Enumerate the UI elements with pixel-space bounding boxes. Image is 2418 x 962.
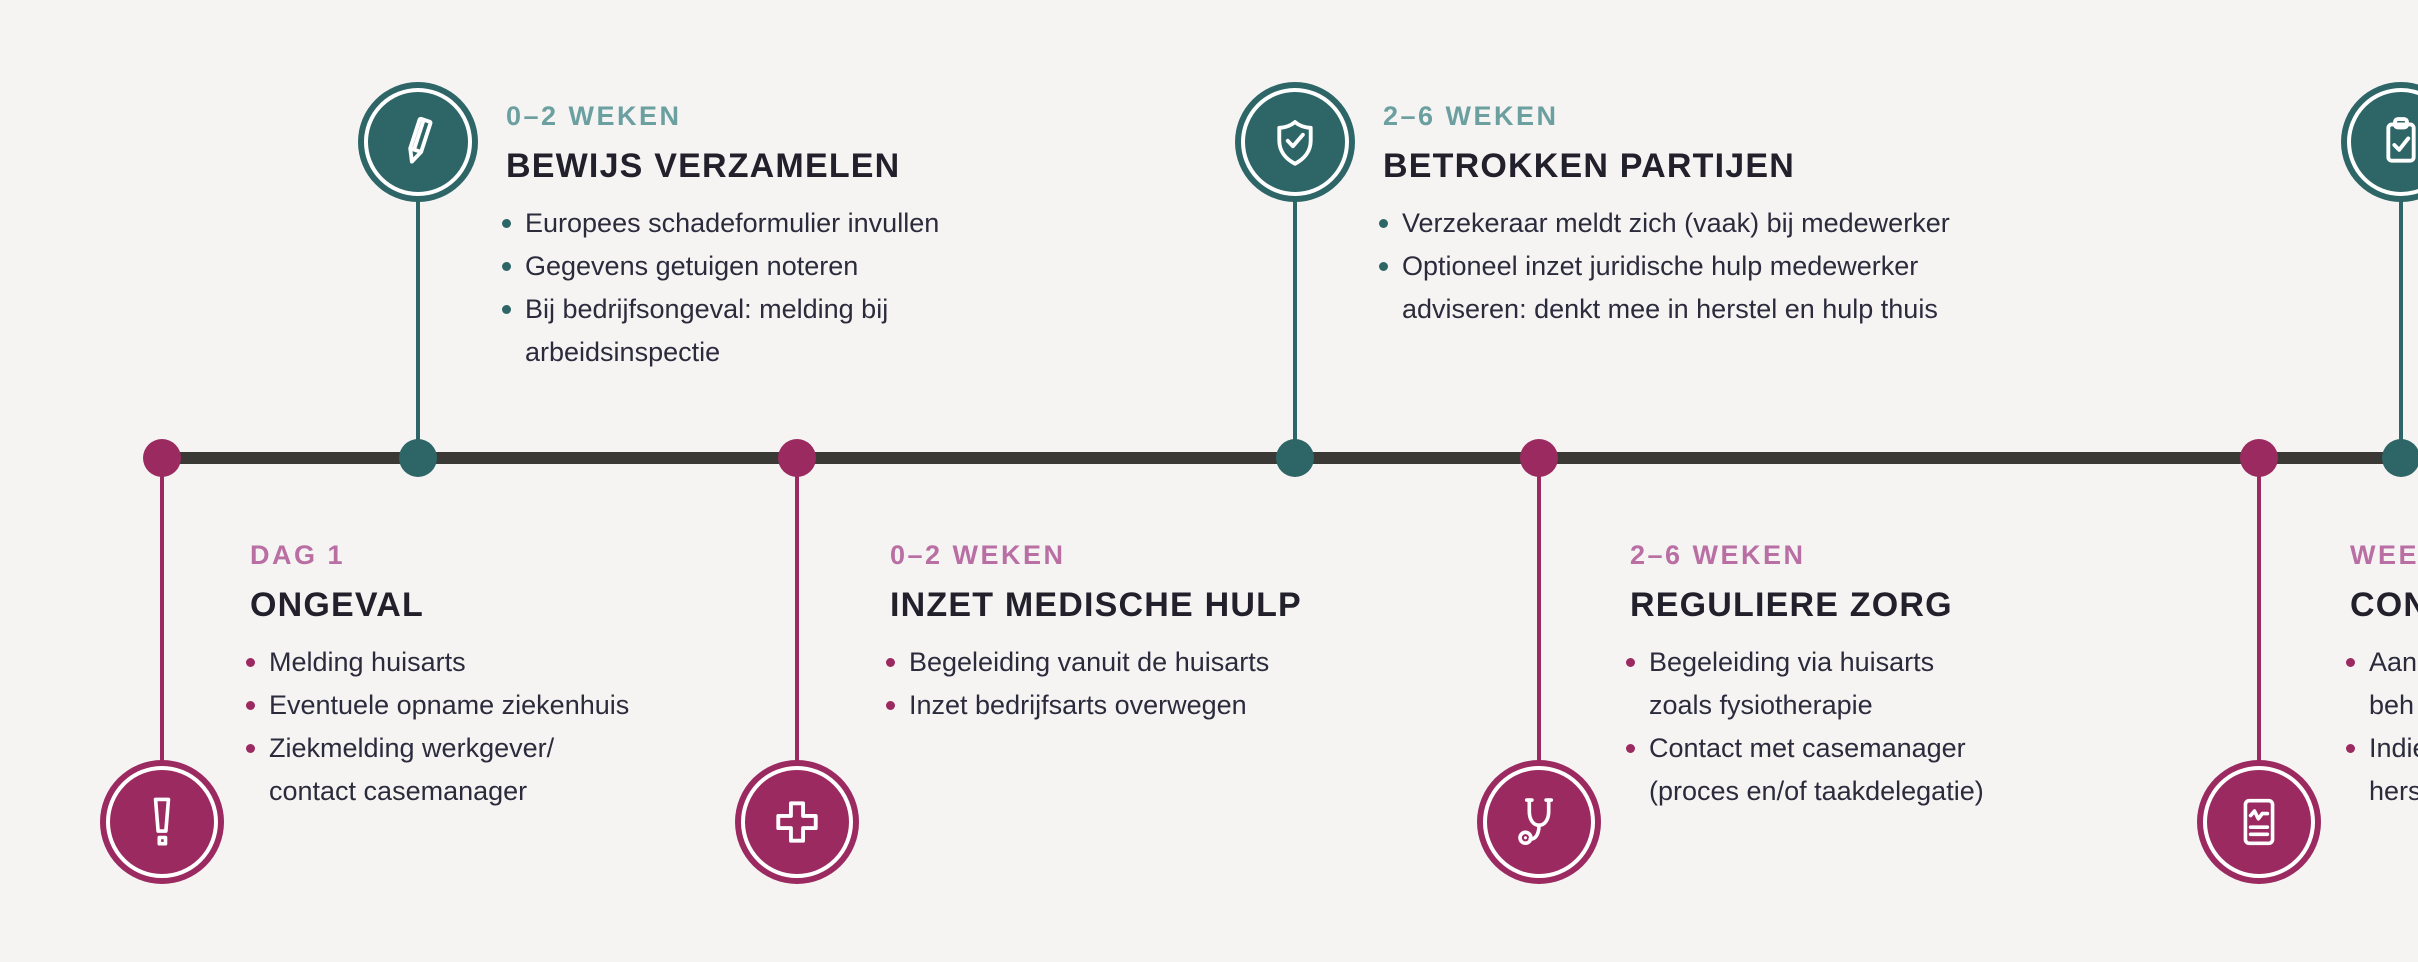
bullet-dot bbox=[246, 658, 255, 667]
milestone-top-2: 2–6 WEKEN BETROKKEN PARTIJEN Verzekeraar… bbox=[1379, 100, 2143, 331]
list-item: Europees schadeformulier invullen bbox=[502, 202, 1266, 245]
list-item: Begeleiding vanuit de huisarts bbox=[886, 641, 1650, 684]
bullet-dot bbox=[246, 701, 255, 710]
medical-cross-icon bbox=[776, 801, 818, 843]
bullet-list: Begeleiding vanuit de huisarts Inzet bed… bbox=[886, 641, 1650, 727]
list-item: Begeleiding via huisarts zoals fysiother… bbox=[1626, 641, 2390, 727]
milestone-bottom-3: 2–6 WEKEN REGULIERE ZORG Begeleiding via… bbox=[1626, 539, 2390, 813]
connector-line bbox=[2257, 458, 2261, 762]
connector-line bbox=[2399, 200, 2403, 458]
badge-ring bbox=[741, 766, 853, 878]
list-item: Eventuele opname ziekenhuis bbox=[246, 684, 1010, 727]
milestone-title: BEWIJS VERZAMELEN bbox=[506, 147, 901, 185]
bullet-list: Europees schadeformulier invullen Gegeve… bbox=[502, 202, 1266, 374]
milestone-badge bbox=[1477, 760, 1601, 884]
timeline-node-dot bbox=[2240, 439, 2278, 477]
bullet-dot bbox=[1379, 219, 1388, 228]
period-label: 2–6 WEKEN bbox=[1630, 540, 1806, 570]
clipboard-check-icon bbox=[2386, 117, 2416, 163]
badge-ring bbox=[1483, 766, 1595, 878]
milestone-badge bbox=[735, 760, 859, 884]
milestone-bottom-1: DAG 1 ONGEVAL Melding huisarts Eventuele… bbox=[246, 539, 1010, 813]
bullet-dot bbox=[2346, 744, 2355, 753]
milestone-bottom-2: 0–2 WEKEN INZET MEDISCHE HULP Begeleidin… bbox=[886, 539, 1650, 727]
milestone-title: INZET MEDISCHE HULP bbox=[890, 586, 1302, 624]
connector-line bbox=[160, 458, 164, 762]
stethoscope-icon bbox=[1518, 798, 1554, 845]
timeline-node-dot bbox=[2382, 439, 2418, 477]
badge-ring bbox=[106, 766, 218, 878]
badge-ring bbox=[1241, 88, 1349, 196]
bullet-list: Begeleiding via huisarts zoals fysiother… bbox=[1626, 641, 2390, 813]
list-item: Melding huisarts bbox=[246, 641, 1010, 684]
period-label: WEE bbox=[2350, 540, 2418, 570]
period-label: 2–6 WEKEN bbox=[1383, 101, 1559, 131]
period-label: 0–2 WEKEN bbox=[890, 540, 1066, 570]
bullet-dot bbox=[246, 744, 255, 753]
list-item: Contact met casemanager (proces en/of ta… bbox=[1626, 727, 2390, 813]
bullet-dot bbox=[886, 701, 895, 710]
shield-check-icon bbox=[1277, 120, 1313, 166]
bullet-dot bbox=[502, 262, 511, 271]
list-item: Optioneel inzet juridische hulp medewerk… bbox=[1379, 245, 2143, 331]
connector-line bbox=[416, 200, 420, 458]
exclamation-icon bbox=[153, 797, 171, 846]
bullet-list: Verzekeraar meldt zich (vaak) bij medewe… bbox=[1379, 202, 2143, 331]
timeline-node-dot bbox=[143, 439, 181, 477]
milestone-title: REGULIERE ZORG bbox=[1630, 586, 1953, 624]
milestone-badge bbox=[1235, 82, 1355, 202]
list-item: Aan beh bbox=[2346, 641, 2418, 727]
timeline-node-dot bbox=[778, 439, 816, 477]
milestone-badge bbox=[100, 760, 224, 884]
bullet-dot bbox=[1379, 262, 1388, 271]
badge-ring bbox=[364, 88, 472, 196]
milestone-title: CON bbox=[2350, 586, 2418, 624]
bullet-dot bbox=[502, 305, 511, 314]
pencil-icon bbox=[408, 116, 433, 164]
bullet-dot bbox=[2346, 658, 2355, 667]
list-item: Bij bedrijfsongeval: melding bij arbeids… bbox=[502, 288, 1266, 374]
bullet-dot bbox=[502, 219, 511, 228]
bullet-dot bbox=[886, 658, 895, 667]
connector-line bbox=[795, 458, 799, 762]
milestone-title: BETROKKEN PARTIJEN bbox=[1383, 147, 1796, 185]
bullet-dot bbox=[1626, 658, 1635, 667]
timeline-node-dot bbox=[399, 439, 437, 477]
list-item: Gegevens getuigen noteren bbox=[502, 245, 1266, 288]
list-item: Inzet bedrijfsarts overwegen bbox=[886, 684, 1650, 727]
milestone-bottom-4: WEE CON Aan beh Indie hers bbox=[2346, 539, 2418, 813]
milestone-badge bbox=[2341, 82, 2418, 202]
milestone-title: ONGEVAL bbox=[250, 586, 425, 624]
period-label: DAG 1 bbox=[250, 540, 346, 570]
list-item: Ziekmelding werkgever/ contact casemanag… bbox=[246, 727, 1010, 813]
bullet-list: Aan beh Indie hers bbox=[2346, 641, 2418, 813]
connector-line bbox=[1537, 458, 1541, 762]
period-label: 0–2 WEKEN bbox=[506, 101, 682, 131]
timeline-node-dot bbox=[1276, 439, 1314, 477]
list-item: Verzekeraar meldt zich (vaak) bij medewe… bbox=[1379, 202, 2143, 245]
bullet-dot bbox=[1626, 744, 1635, 753]
list-item: Indie hers bbox=[2346, 727, 2418, 813]
connector-line bbox=[1293, 200, 1297, 458]
badge-ring bbox=[2203, 766, 2315, 878]
report-icon bbox=[2243, 798, 2275, 846]
timeline-node-dot bbox=[1520, 439, 1558, 477]
milestone-badge bbox=[358, 82, 478, 202]
bullet-list: Melding huisarts Eventuele opname zieken… bbox=[246, 641, 1010, 813]
milestone-top-1: 0–2 WEKEN BEWIJS VERZAMELEN Europees sch… bbox=[502, 100, 1266, 374]
milestone-badge bbox=[2197, 760, 2321, 884]
